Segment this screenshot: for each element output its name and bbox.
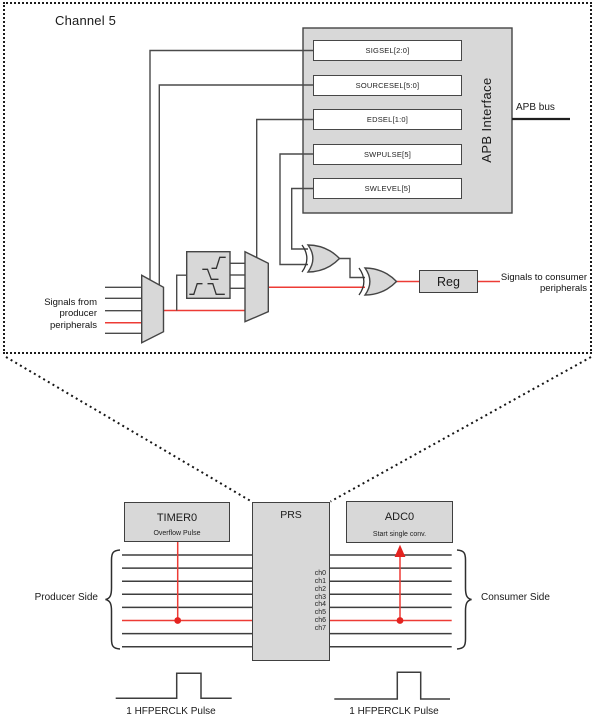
both-edges-glyph-left [189,283,203,295]
channel-label-ch5: ch5 [314,608,326,616]
pulse-waveform-right [334,671,450,700]
register-edsel: EDSEL[1:0] [313,109,462,130]
channel-title: Channel 5 [55,13,117,28]
xor-body [363,267,398,296]
consumer-side-label: Consumer Side [481,592,550,603]
xor-gate-2-icon [358,267,398,296]
channel-label-ch3: ch3 [314,593,326,601]
timer0-title: TIMER0 [156,512,198,524]
edsel-wire [256,118,314,258]
timer0-block: TIMER0 Overflow Pulse [124,502,230,542]
prs-title: PRS [280,509,302,521]
signals-from-line2: peripherals [50,319,97,331]
producer-side-label: Producer Side [34,592,98,603]
pulse-waveform-left [115,672,232,700]
xor-lead-arc [301,244,308,273]
reg-block: Reg [419,270,478,293]
pulse-label-left: 1 HFPERCLK Pulse [126,706,216,717]
falling-edge-glyph [202,268,219,280]
edge-select-mux-icon [244,250,269,323]
xor-gate-1-icon [301,244,341,273]
adc0-title: ADC0 [384,511,415,523]
sigsel-wire [149,49,314,280]
swpulse-wire [279,153,314,266]
signals-from-line1: Signals from producer [44,296,97,320]
sourcesel-wire [158,84,314,285]
channel-label-ch0: ch0 [314,569,326,577]
apb-bus-label: APB bus [516,102,555,113]
zoom-line-left [5,356,253,503]
zoom-line-right [330,356,592,503]
junction-dot [174,617,182,624]
xor1-to-xor2-wire [339,257,365,279]
producer-input-lines [105,286,142,334]
channel-label-ch4: ch4 [314,601,326,608]
register-wires [149,49,314,285]
xor-lead-arc [358,267,365,296]
arrow-up-icon [394,544,406,557]
channel-detail-panel [3,2,592,354]
swlevel-wire [291,187,314,250]
register-swlevel: SWLEVEL[5] [313,178,462,199]
signals-to-line1: Signals to consumer [500,271,587,283]
junction-dot [396,617,404,624]
adc0-trigger-connection [394,544,406,624]
channel-label-ch2: ch2 [314,586,326,593]
signals-to-consumer-label: Signals to consumer peripherals [487,272,587,295]
channel-label-ch6: ch6 [314,616,326,624]
register-sourcesel: SOURCESEL[5:0] [313,74,462,96]
apb-interface-label: APB Interface [479,77,494,163]
channel-label-ch7: ch7 [314,624,326,632]
adc0-signal-label: Start single conv. [372,531,427,538]
both-edges-glyph-right [207,283,225,295]
pulse-label-right: 1 HFPERCLK Pulse [349,706,439,717]
producer-mux-icon [140,274,165,344]
edge-detector-icon [185,250,231,299]
register-swpulse: SWPULSE[5] [313,143,462,165]
timer0-signal-label: Overflow Pulse [153,530,201,537]
channel-label-ch1: ch1 [314,577,326,585]
prs-block: PRS ch0 ch1 ch2 ch3 ch4 ch5 ch6 ch7 [252,502,330,661]
consumer-brace [456,549,472,650]
edge-detector-output-wires [230,262,245,289]
signals-to-line2: peripherals [540,283,587,294]
producer-brace [105,549,121,650]
register-sigsel: SIGSEL[2:0] [313,40,462,61]
adc0-block: ADC0 Start single conv. [346,501,453,543]
edge-detector-box [185,250,231,299]
edge-detector-input-wire [176,274,187,311]
rising-edge-glyph [211,256,226,269]
timer0-overflow-connection [174,542,182,624]
xor-body [306,244,341,273]
signals-from-producer-label: Signals from producer peripherals [8,297,97,332]
